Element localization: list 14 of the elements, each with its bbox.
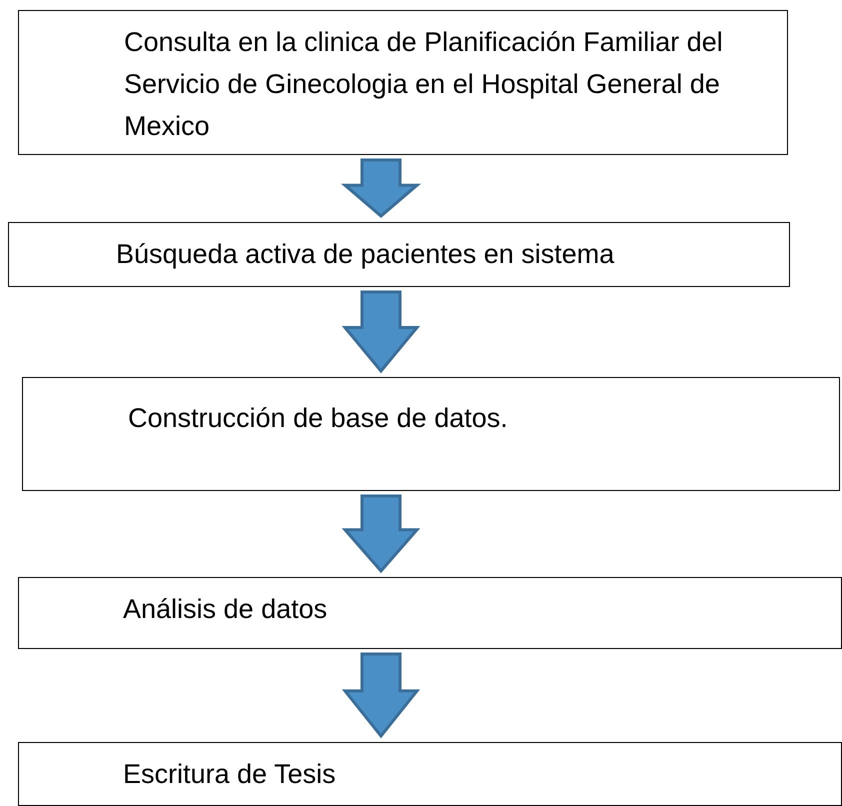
box-text: Escritura de Tesis — [123, 758, 337, 791]
process-box — [18, 742, 842, 806]
block-arrow — [342, 290, 420, 374]
process-box — [8, 222, 790, 287]
process-box — [18, 577, 842, 649]
block-arrow — [340, 158, 422, 218]
box-text: Búsqueda activa de pacientes en sistema — [116, 238, 616, 271]
process-box — [18, 10, 788, 155]
block-arrow — [342, 494, 420, 574]
block-arrow — [342, 652, 420, 738]
box-text: Análisis de datos — [123, 593, 328, 626]
box-text: Construcción de base de datos. — [128, 402, 509, 435]
process-box — [22, 377, 840, 491]
box-text: Consulta en la clinica de Planificación Familiar del Servicio de Ginecologia en el Hospital General de Mexico — [124, 26, 724, 143]
